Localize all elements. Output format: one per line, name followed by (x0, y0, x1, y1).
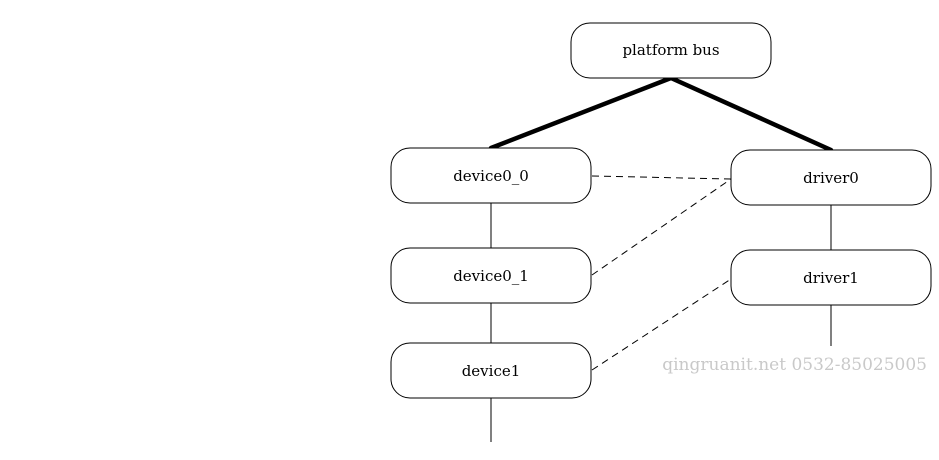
node-driver0: driver0 (730, 149, 932, 206)
watermark-text: qingruanit.net 0532-85025005 (662, 355, 927, 375)
bus-link-device-branch (488, 75, 674, 151)
node-device1: device1 (390, 342, 592, 399)
node-label: driver1 (803, 269, 859, 287)
node-platform-bus: platform bus (570, 22, 772, 79)
node-device0_1: device0_1 (390, 247, 592, 304)
node-driver1: driver1 (730, 249, 932, 306)
node-label: device1 (462, 362, 521, 380)
node-box (730, 249, 932, 306)
node-box (390, 147, 592, 204)
match-link-device1-driver1 (591, 278, 732, 371)
node-device0_0: device0_0 (390, 147, 592, 204)
node-label: driver0 (803, 169, 859, 187)
node-label: device0_1 (453, 267, 529, 285)
node-box (570, 22, 772, 79)
node-box (390, 247, 592, 304)
node-box (390, 342, 592, 399)
bus-link-driver-branch (668, 75, 834, 153)
node-label: platform bus (622, 41, 719, 59)
match-link-device0_1-driver0 (591, 178, 732, 276)
node-box (730, 149, 932, 206)
match-link-device0_0-driver0 (591, 175, 732, 180)
node-label: device0_0 (453, 167, 529, 185)
